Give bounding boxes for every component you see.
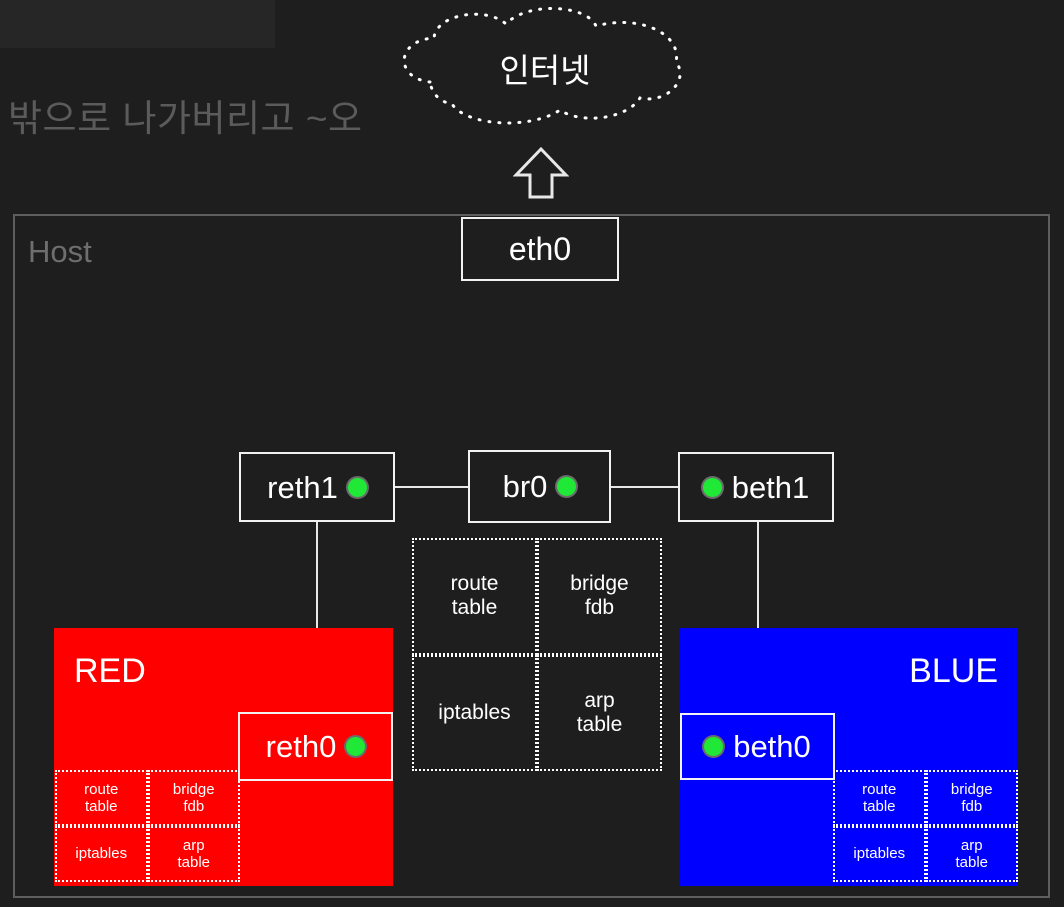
cell-line-2: fdb [183,798,205,815]
host-container [13,214,1050,898]
device-eth0-label: eth0 [508,231,572,267]
status-dot-icon [704,737,724,756]
device-beth0-label: beth0 [733,729,811,764]
cell-line-1: arp [584,688,615,712]
cell-line-1: iptables [853,845,906,863]
cell-line-2: table [955,854,989,871]
cell-line-2: table [177,854,211,871]
cell-line-2: fdb [961,798,983,815]
cell-line-1: bridge [172,780,215,798]
host-label: Host [28,234,92,269]
status-dot-icon [347,477,367,497]
cell-line-2: table [84,798,118,815]
cell-line-2: table [451,596,498,620]
blue-iptables-cell: iptables [833,826,926,882]
cell-line-2: table [576,712,623,736]
link-reth1-reth0 [316,522,318,713]
host-iptables-cell: iptables [412,654,537,771]
status-dot-icon [557,477,577,496]
internet-cloud: 인터넷 [390,4,700,134]
device-beth0[interactable]: beth0 [680,713,835,780]
cell-line-2: table [862,798,896,815]
cell-line-1: route [450,572,499,596]
uplink-arrow-icon [512,146,570,200]
link-br0-beth1 [611,486,678,488]
device-br0-label: br0 [502,469,548,504]
device-reth1[interactable]: reth1 [239,452,395,522]
device-beth1-label: beth1 [731,469,810,505]
device-beth1[interactable]: beth1 [678,452,834,522]
cell-line-1: iptables [75,845,128,863]
status-dot-icon [702,477,722,497]
cell-line-1: bridge [950,780,993,798]
link-reth1-br0 [395,486,468,488]
annotation-text: 밖으로 나가버리고 ~오 [8,98,363,139]
cell-line-1: arp [182,836,205,854]
internet-label: 인터넷 [499,52,591,89]
cell-line-1: route [84,780,119,798]
top-left-panel [0,0,275,48]
link-beth1-beth0 [757,522,759,714]
cell-line-1: route [862,780,897,798]
device-eth0[interactable]: eth0 [461,217,619,281]
namespace-blue-label: BLUE [909,652,998,690]
device-reth1-label: reth1 [267,469,338,505]
device-reth0[interactable]: reth0 [238,712,393,781]
cell-line-1: arp [960,836,983,854]
cell-line-1: iptables [438,700,511,724]
device-br0[interactable]: br0 [468,450,611,523]
red-iptables-cell: iptables [55,826,148,882]
cell-line-1: bridge [570,572,629,596]
namespace-red-label: RED [74,652,146,690]
device-reth0-label: reth0 [265,729,337,764]
status-dot-icon [346,737,366,756]
cell-line-2: fdb [584,596,615,620]
